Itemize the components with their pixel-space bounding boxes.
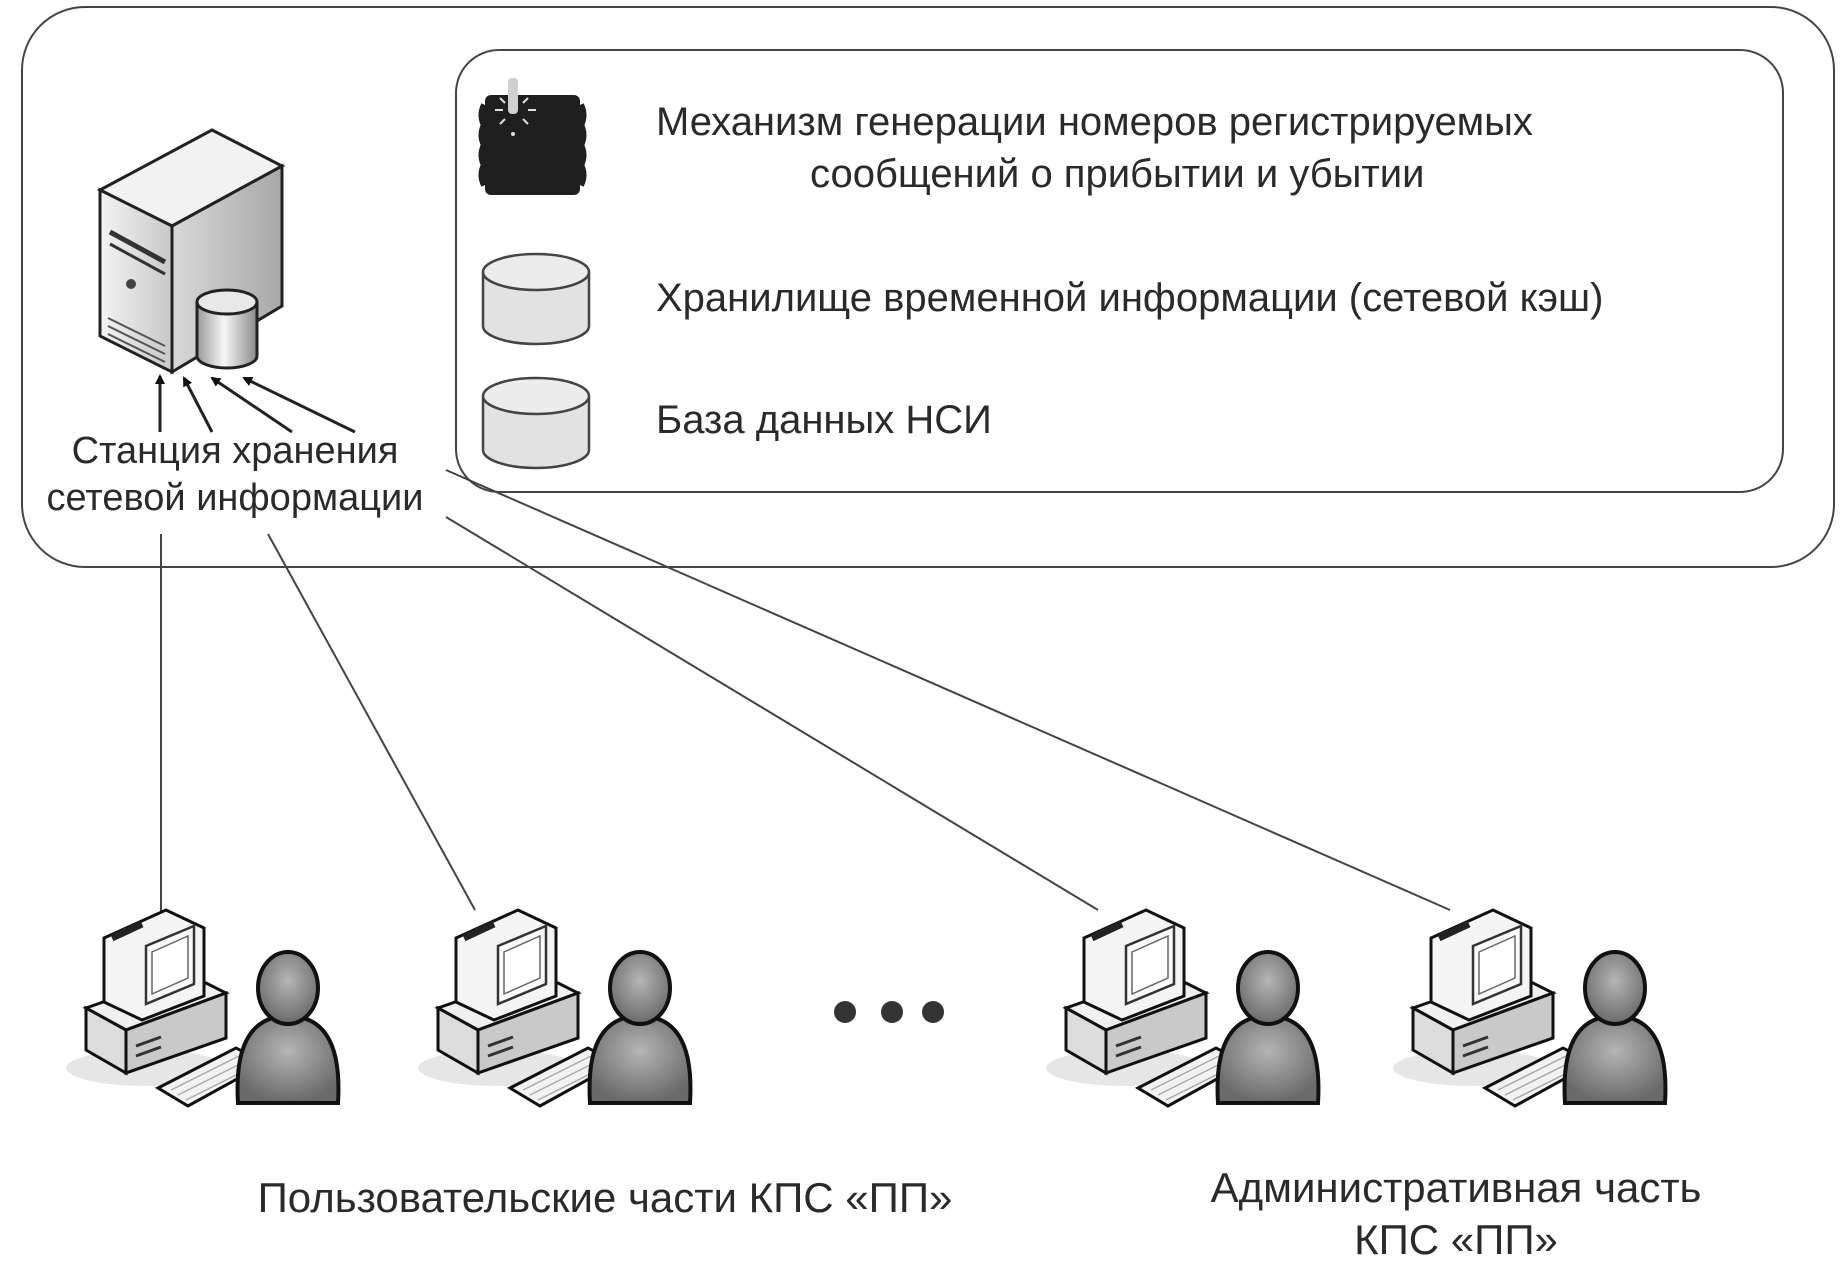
legend-text-generator-line1: Механизм генерации номеров регистрируемы…	[656, 100, 1533, 144]
legend-panel	[455, 49, 1784, 493]
workstation-icon	[66, 908, 341, 1108]
arrow-3	[210, 376, 293, 434]
link-line-4	[445, 469, 1451, 911]
link-line-3	[445, 516, 1099, 911]
legend-text-cache: Хранилище временной информации (сетевой …	[656, 276, 1604, 320]
system-boundary	[21, 6, 1835, 568]
ellipsis-dot	[834, 1001, 856, 1023]
workstation-icon	[1393, 908, 1668, 1108]
server-database-icon	[195, 288, 259, 370]
admin-group-label-line2: КПС «ПП»	[1354, 1216, 1558, 1263]
user-person-icon	[235, 950, 341, 1105]
user-person-icon	[1215, 950, 1321, 1105]
legend-text-generator-line2: сообщений о прибытии и убытии	[810, 152, 1425, 196]
admin-group-label-line1: Административная часть	[1210, 1164, 1702, 1211]
legend-text-database: База данных НСИ	[656, 398, 992, 442]
link-line-2	[267, 533, 476, 911]
user-person-icon	[1562, 950, 1668, 1105]
cache-storage-icon	[481, 252, 591, 346]
arrow-2	[182, 376, 214, 433]
ellipsis-dot	[922, 1001, 944, 1023]
workstation-icon	[1046, 908, 1321, 1108]
server-icon	[96, 128, 286, 375]
arrow-4	[242, 376, 356, 434]
server-label-line2: сетевой информации	[46, 477, 424, 519]
number-generator-icon	[478, 78, 587, 195]
ellipsis-dot	[881, 1001, 903, 1023]
user-person-icon	[587, 950, 693, 1105]
user-group-label: Пользовательские части КПС «ПП»	[257, 1174, 953, 1221]
workstations-layer	[66, 908, 1668, 1108]
database-icon	[481, 376, 591, 470]
workstation-icon	[418, 908, 693, 1108]
server-label-line1: Станция хранения	[71, 430, 399, 472]
